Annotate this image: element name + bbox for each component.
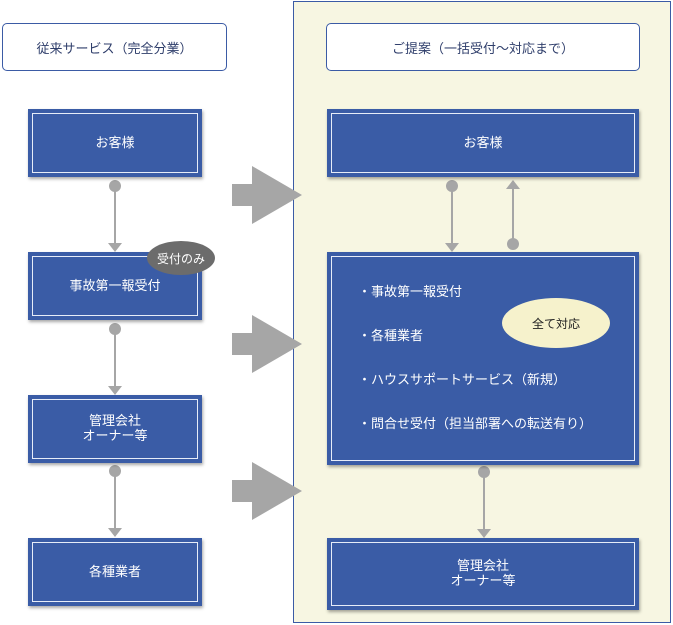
left-management-line-1: 管理会社	[88, 414, 141, 429]
right-connector-up	[506, 180, 520, 250]
service-item-inquiry: ・問合せ受付（担当部署への転送有り）	[358, 417, 593, 432]
left-connector-3	[108, 465, 122, 537]
right-management-line-1: 管理会社	[456, 559, 509, 574]
left-connector-2	[108, 323, 122, 395]
left-customer-label: お客様	[95, 135, 135, 151]
right-services-box: ・事故第一報受付 ・各種業者 ・ハウスサポートサービス（新規） ・問合せ受付（担…	[327, 252, 639, 465]
left-first-report-label: 事故第一報受付	[69, 278, 161, 294]
left-contractors-label: 各種業者	[88, 564, 141, 580]
right-connector-down	[445, 180, 459, 252]
service-item-house-support: ・ハウスサポートサービス（新規）	[358, 373, 567, 388]
left-management-box: 管理会社 オーナー等	[28, 395, 202, 463]
conventional-service-header: 従来サービス（完全分業）	[2, 23, 227, 71]
left-contractors-box: 各種業者	[28, 538, 202, 606]
left-first-report-box: 事故第一報受付	[28, 252, 202, 320]
service-item-contractors: ・各種業者	[358, 329, 424, 344]
full-support-badge: 全て対応	[502, 298, 610, 348]
right-management-box: 管理会社 オーナー等	[327, 538, 639, 610]
transition-arrow-2	[232, 315, 302, 373]
left-connector-1	[108, 180, 122, 252]
right-connector-bottom	[477, 466, 491, 538]
reception-only-badge: 受付のみ	[147, 241, 215, 275]
left-management-line-2: オーナー等	[82, 429, 148, 444]
transition-arrow-1	[232, 166, 302, 224]
service-item-first-report: ・事故第一報受付	[358, 285, 463, 300]
transition-arrow-3	[232, 462, 302, 520]
right-management-line-2: オーナー等	[450, 574, 516, 589]
right-customer-box: お客様	[327, 109, 639, 177]
left-customer-box: お客様	[28, 109, 202, 177]
right-customer-label: お客様	[463, 135, 503, 151]
proposal-header: ご提案（一括受付〜対応まで）	[326, 23, 640, 71]
